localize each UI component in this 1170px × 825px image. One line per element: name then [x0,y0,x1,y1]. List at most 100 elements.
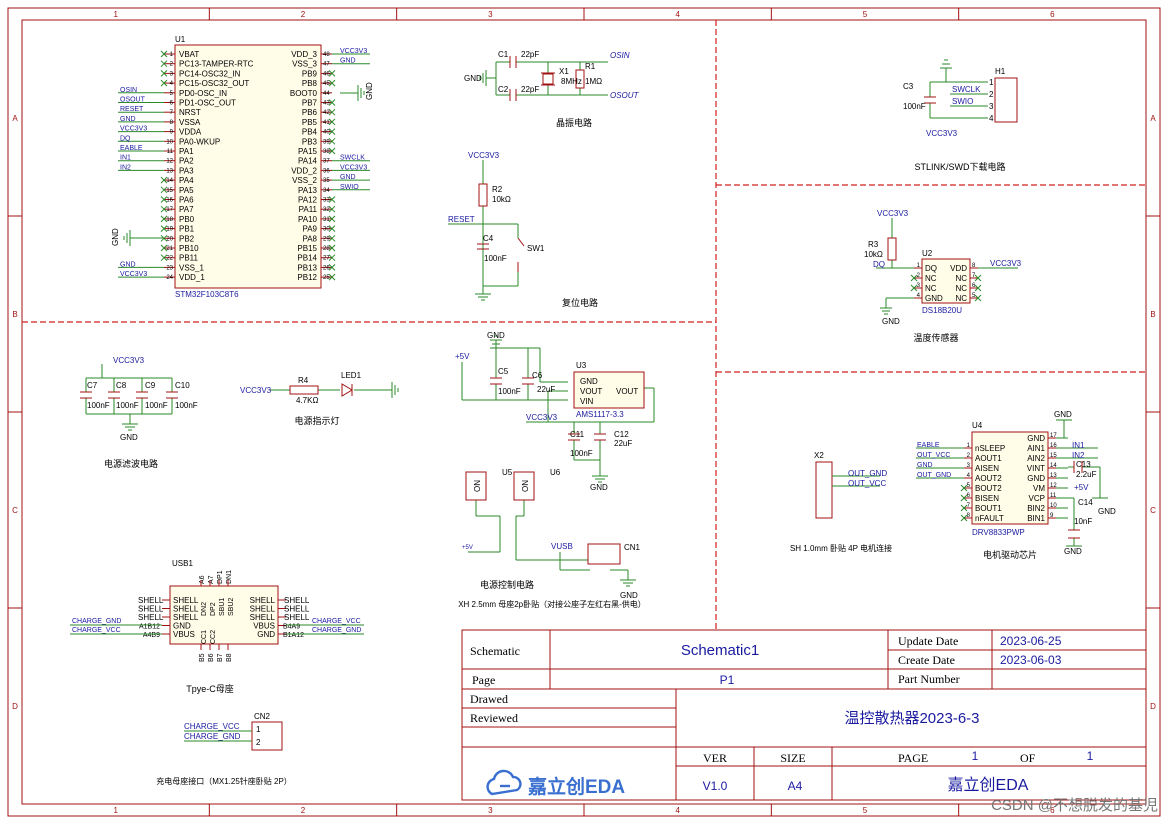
mcu-left-pin-label: VBAT [179,50,199,59]
u4-name: DRV8833PWP [972,528,1025,537]
mcu-right-nc-mark-b [328,264,336,271]
u4-left-pin-label: AISEN [975,464,999,473]
mcu-left-nc-mark-b [160,186,168,194]
u4-left-pin-number: 5 [967,483,971,489]
mcu-right-pin-number: 38 [323,149,330,155]
mcu-right-pin-label: PB12 [297,273,317,282]
u4-left-pin-label: nSLEEP [975,444,1005,453]
r2-ref: R2 [492,185,503,194]
mcu-left-pin-number: 3 [170,71,174,77]
mcu-right-nc-mark-b [328,254,336,262]
mcu-left-nc-mark [160,196,168,203]
c4-val: 100nF [484,254,507,263]
usb1-pins: SHELLSHELLSHELLSHELLSHELLSHELLGNDGNDA1B1… [70,570,364,662]
mcu-right-nc-mark [328,196,336,203]
c8-val: 100nF [116,401,139,410]
mcu-right-net-label: SWIO [340,184,359,191]
temp-gnd: GND [882,317,900,326]
mcu-left-pin-label: VSSA [179,118,201,127]
mcu-left-pin-number: 7 [170,110,174,116]
mcu-right-net-label: SWCLK [340,155,365,162]
mcu-right-nc-mark-b [328,234,336,242]
u2-nc-mark-b [974,294,982,302]
u2-nc-mark-b [910,274,918,282]
mcu-left-nc-mark-b [160,244,168,252]
ldo-in: +5V [455,352,470,361]
r1-val: 1MΩ [585,77,602,86]
mcu-ref: U1 [175,35,186,44]
stlink-labels: C3 100nF VCC3V3 SWCLK SWIO H1 1 2 3 4 [903,67,1006,138]
u4-left-pin-number: 3 [967,463,971,469]
title-block [461,629,1147,801]
switch-5v: +5V [462,545,473,551]
u2-nc-mark [910,274,918,282]
jlc-logo: 嘉立创EDA [486,769,625,798]
u2-nc-mark [910,284,918,292]
mcu-right-nc-mark [328,79,336,87]
mcu-left-net-label: EABLE [120,145,143,152]
r2-val: 10kΩ [492,195,511,204]
mcu-name: STM32F103C8T6 [175,290,239,299]
reset-vcc: VCC3V3 [468,151,500,160]
u4-right-pin-label: AIN2 [1027,454,1045,463]
usb-left-shell-label: SHELL [138,613,164,622]
tb-ver-value: V1.0 [703,779,728,793]
mcu-right-pin-number: 35 [323,178,330,184]
u4-left-pin-number: 2 [967,453,971,459]
u4-right-pin-number: 13 [1050,473,1057,479]
net-osout: OSOUT [610,91,640,100]
mcu-left-nc-mark [160,60,168,68]
u4-right-pin-number: 11 [1050,493,1057,499]
mcu-left-nc-mark [160,254,168,262]
mcu-left-pin-label: PC13-TAMPER-RTC [179,60,254,69]
u4-right-pin-label: GND [1027,474,1045,483]
cn2-net1: CHARGE_VCC [184,722,240,731]
u4-nc-mark-b [960,484,968,492]
mcu-left-pin-number: 14 [166,178,173,184]
logo-text: 嘉立创EDA [527,775,625,798]
mcu-right-net-label: VCC3V3 [340,48,367,55]
usb-net-charge-vcc-right: CHARGE_VCC [312,618,361,625]
ldo-parts [490,371,645,441]
motor-out-gnd: OUT_GND [848,469,887,478]
x1-val: 8MHz [561,77,582,86]
u4-left-net-label: EABLE [917,442,940,449]
usb-top2-pin-label: SBU1 [219,598,226,616]
mcu-left-pin-label: PC15-OSC32_OUT [179,79,249,88]
reset-net: RESET [448,215,475,224]
led-parts [289,383,353,397]
filter-wires [85,364,173,431]
usb-net-charge-gnd-left: CHARGE_GND [72,618,121,625]
mcu-right-pin-label: PB5 [302,118,318,127]
mcu-right-pin-number: 41 [323,120,330,126]
mcu-left-nc-mark-b [160,254,168,262]
stlink-parts [924,77,1018,123]
h1-pin4: 4 [989,114,994,123]
caption-power-note: XH 2.5mm 母座2p卧贴（对接公座子左红右黑-供电） [458,599,646,609]
r4-ref: R4 [298,376,309,385]
mcu-left-pin-number: 13 [166,168,173,174]
mcu-left-nc-mark [160,225,168,232]
mcu-left-nc-mark-b [160,225,168,232]
mcu-left-pin-number: 9 [170,130,174,136]
mcu-left-pin-number: 15 [166,188,173,194]
usb-right-shell-label: SHELL [284,613,310,622]
led1-ref: LED1 [341,371,362,380]
u2-left-pin-label: DQ [925,264,937,273]
caption-temp: 温度传感器 [913,332,958,343]
u4-right-pin-number: 14 [1050,463,1057,469]
mcu-right-nc-mark [328,137,336,145]
border-row-right: B [1150,310,1155,319]
border-row-right: A [1150,114,1156,123]
mcu-right-pin-number: 25 [323,275,330,281]
mcu-right-nc-mark-b [328,118,336,126]
led-wires [270,382,399,398]
mcu-u1: U1 STM32F103C8T6 VBAT1PC13-TAMPER-RTC2PC… [118,35,370,299]
mcu-right-pin-label: PA11 [299,205,318,214]
mcu-right-pin-number: 26 [323,265,330,271]
h1-pin1: 1 [989,78,994,87]
mcu-left-pin-label: PC14-OSC32_IN [179,69,241,78]
u2-nc-mark [974,284,982,292]
cn2-pin2: 2 [256,738,261,747]
